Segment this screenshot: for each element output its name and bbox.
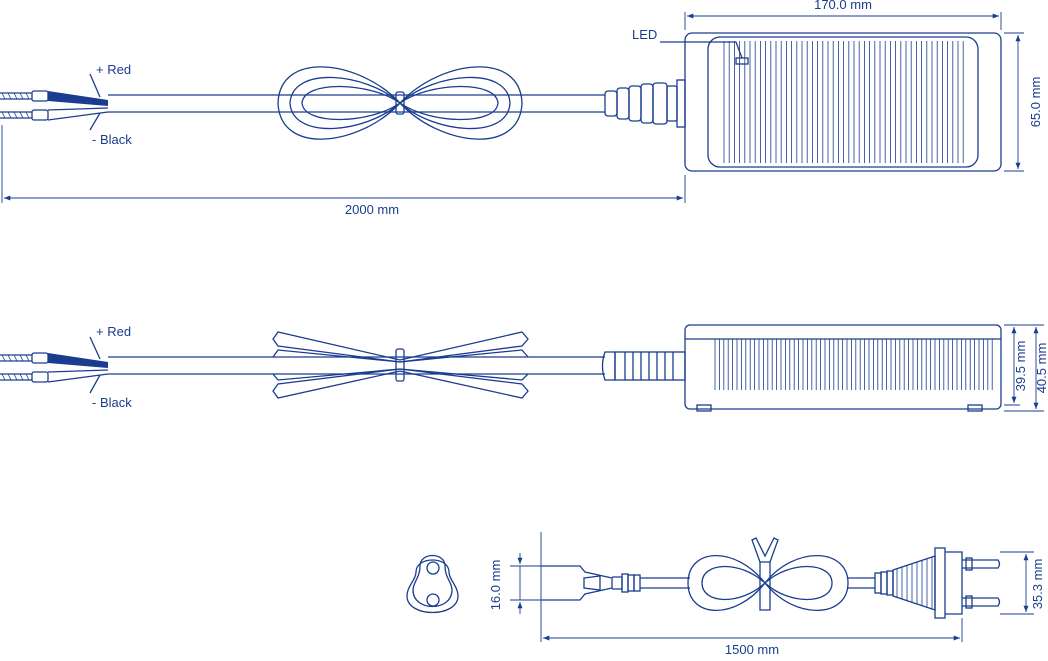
plug-height-label: 35.3 mm — [1030, 559, 1045, 610]
strain-relief-top — [604, 79, 686, 128]
height-label-top: 65.0 mm — [1028, 77, 1043, 128]
black-wire-label-side: - Black — [92, 395, 132, 410]
cord-length-label: 1500 mm — [725, 642, 779, 656]
height-label-side-2: 40.5 mm — [1034, 343, 1048, 394]
led-label: LED — [632, 27, 657, 42]
adapter-body-side — [684, 324, 1002, 412]
cable-coil-side — [272, 331, 529, 399]
euro-plug — [874, 547, 1001, 619]
connector-height-label: 16.0 mm — [488, 560, 503, 611]
cable-coil-top — [277, 66, 523, 140]
cable-length-dimension — [1, 125, 686, 203]
red-wire-label-top: + Red — [96, 62, 131, 77]
height-label-side-1: 39.5 mm — [1013, 341, 1028, 392]
width-dimension-top — [684, 12, 1002, 30]
connector-height-dimension — [510, 553, 541, 614]
adapter-body-top — [660, 32, 1002, 172]
side-view: + Red - Black 39.5 mm 40.5 — [0, 324, 1048, 412]
ac-cable-coil — [687, 537, 875, 612]
height-dimension-side — [1004, 324, 1044, 412]
top-view: + Red - Black LED — [0, 0, 1043, 217]
c7-connector-face-icon — [406, 554, 459, 614]
red-wire-label-side: + Red — [96, 324, 131, 339]
plug-height-dimension — [1000, 551, 1034, 615]
cable-length-label: 2000 mm — [345, 202, 399, 217]
ac-cord: 16.0 mm 35.3 mm — [406, 532, 1045, 657]
black-wire-label-top: - Black — [92, 132, 132, 147]
dc-cable-side — [108, 356, 605, 375]
cord-length-dimension — [540, 532, 963, 642]
wire-ends-side — [0, 336, 109, 394]
width-label-top: 170.0 mm — [814, 0, 872, 12]
c7-connector-side — [541, 565, 690, 601]
strain-relief-side — [601, 351, 686, 381]
wire-ends-top — [0, 73, 109, 131]
height-dimension-top — [1004, 32, 1024, 172]
dc-cable-top — [108, 94, 605, 113]
